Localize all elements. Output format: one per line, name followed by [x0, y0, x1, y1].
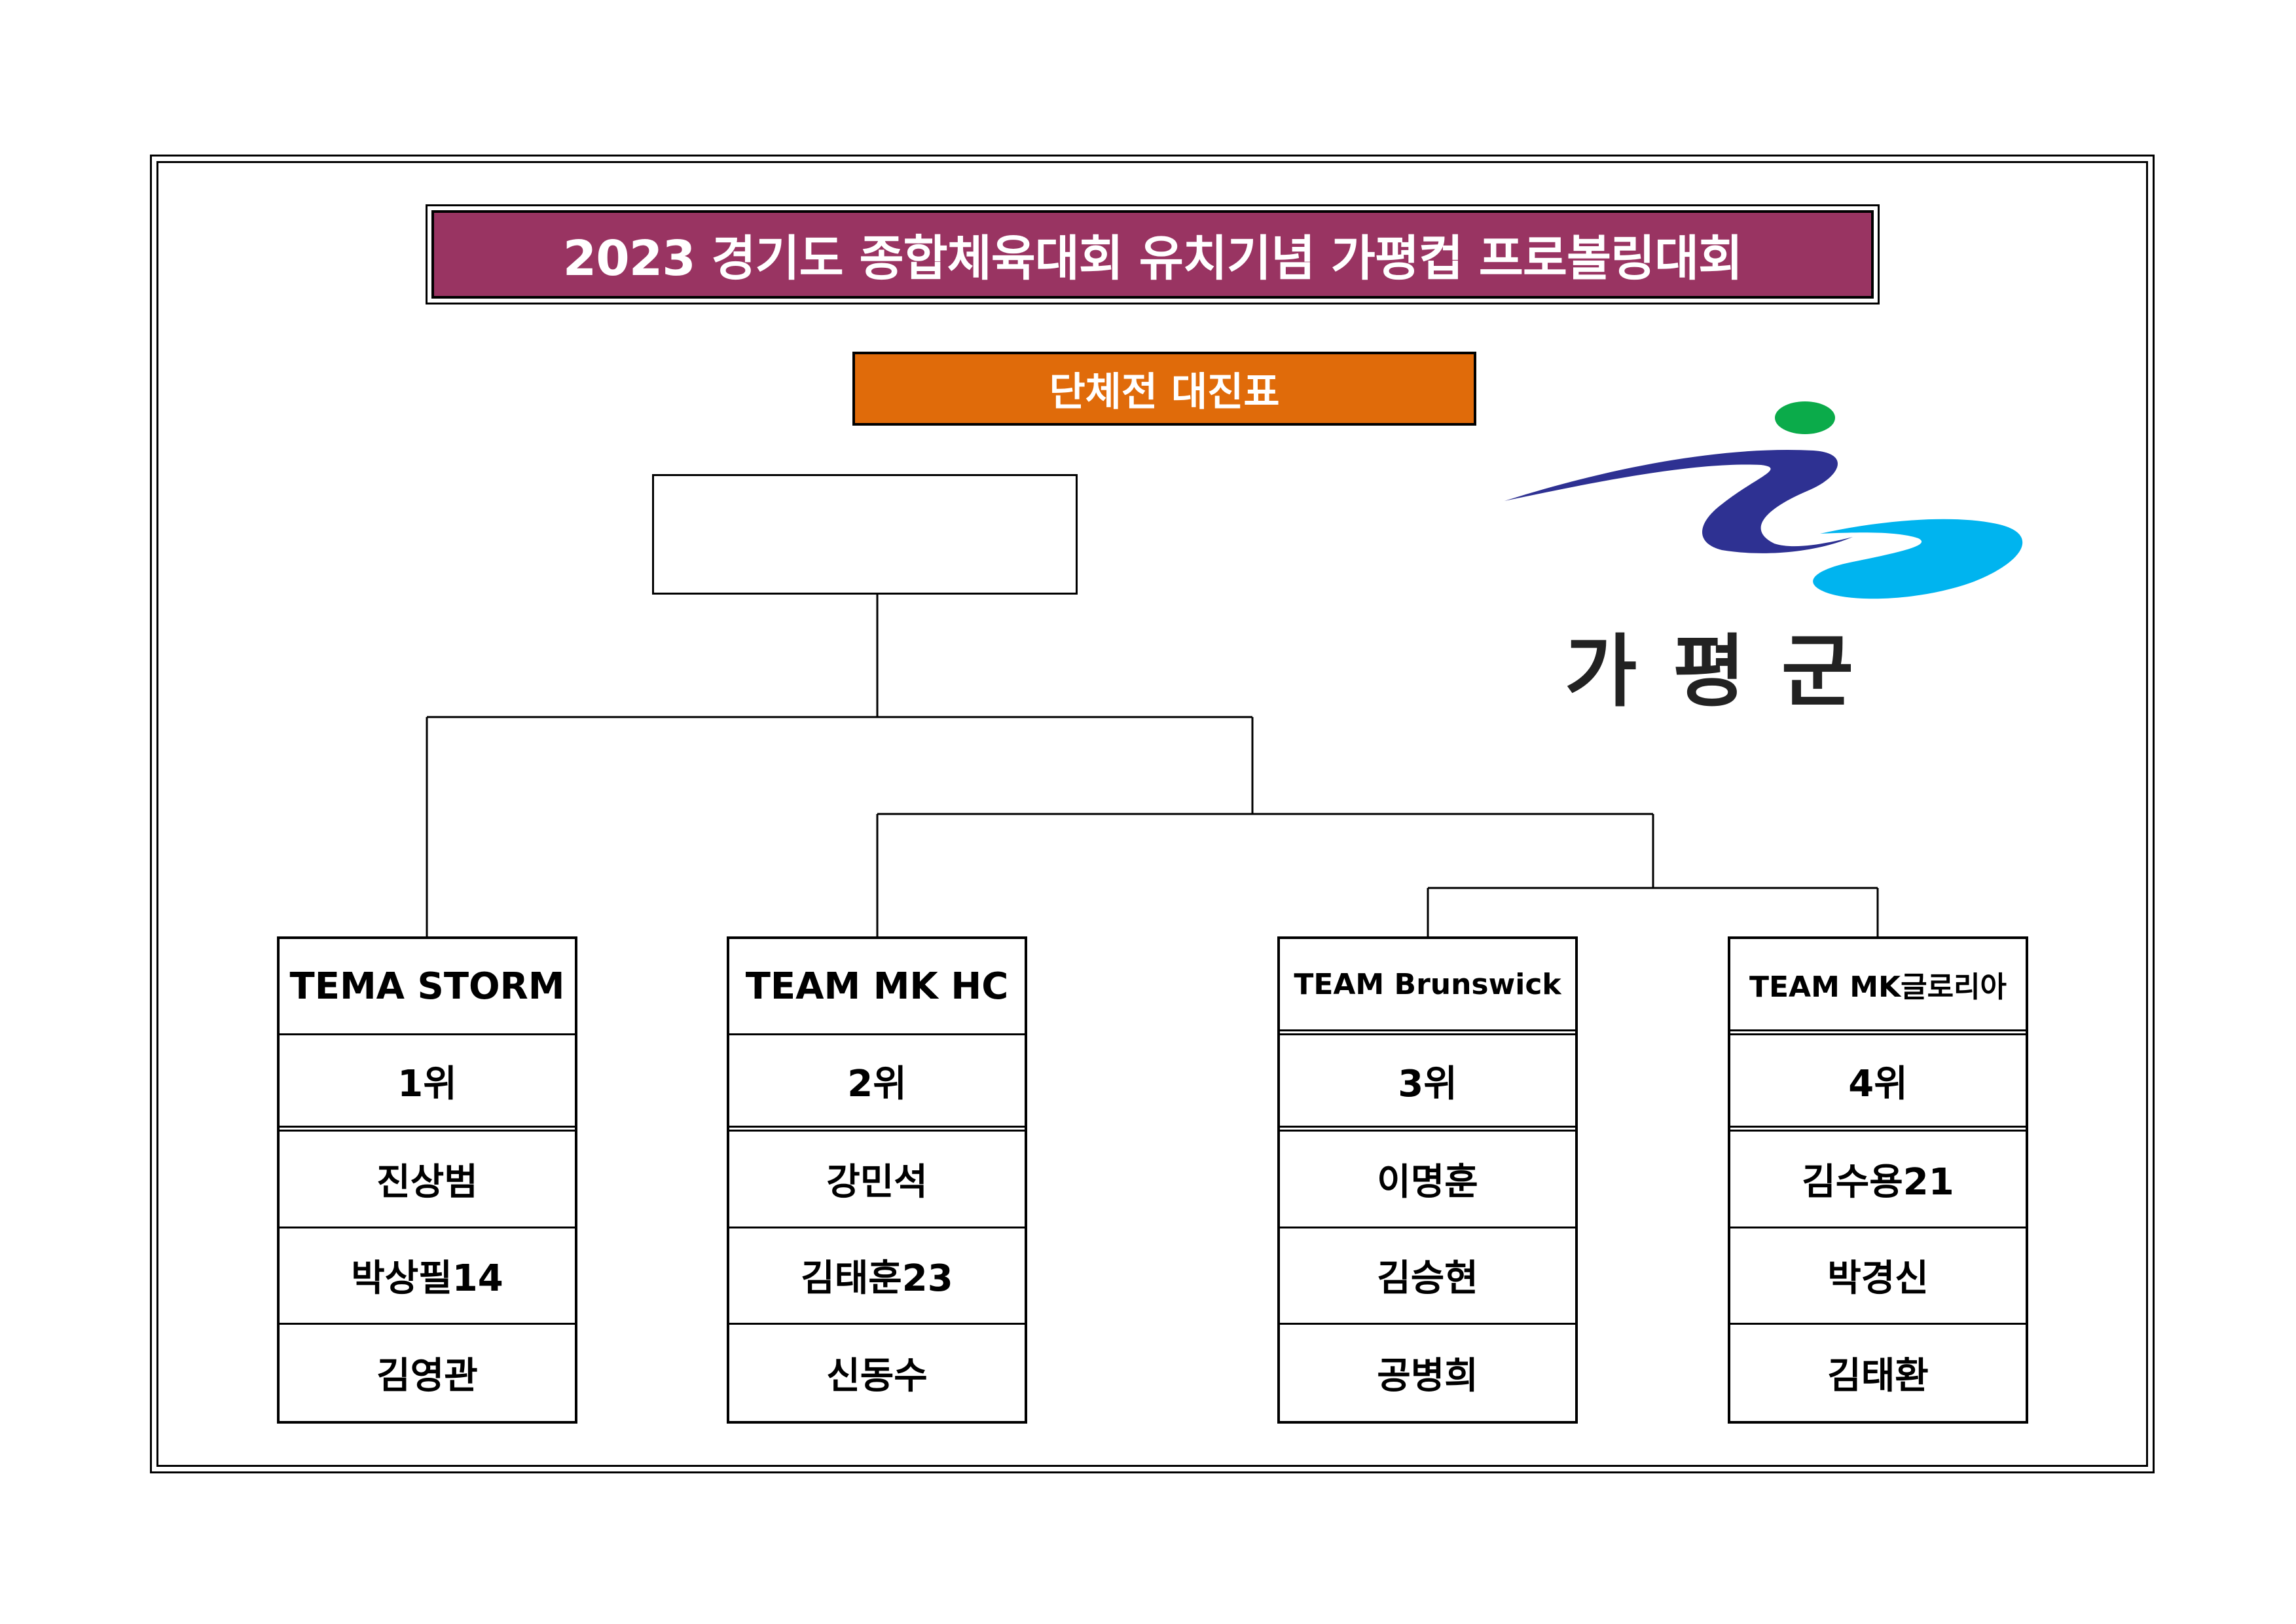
- page-border: [150, 155, 2155, 1473]
- gapyeong-logo: [1504, 401, 2023, 599]
- bracket-line-semi: [876, 813, 1654, 936]
- team-name: TEAM MK글로리아: [1730, 939, 2026, 1036]
- bracket-subtitle: 단체전 대진표: [852, 352, 1476, 426]
- player-name: 김태환: [1827, 1354, 1929, 1397]
- tournament-title-banner: 2023 경기도 종합체육대회 유치기념 가평컵 프로볼링대회: [426, 204, 1880, 304]
- bracket-line-quarter: [1427, 887, 1879, 936]
- team-seed: 1위: [280, 1035, 575, 1132]
- player-name: 박상필14: [280, 1228, 575, 1325]
- player-name: 김영관: [376, 1354, 478, 1397]
- team-name: TEAM MK HC: [729, 939, 1025, 1036]
- logo-navy-swoosh: [1504, 449, 1853, 553]
- team-name: TEMA STORM: [280, 939, 575, 1036]
- team-seed: 2위: [729, 1035, 1025, 1132]
- player-name: 신동수: [826, 1354, 928, 1397]
- team-card: TEAM MK HC 2위 강민석 김태훈23 신동수: [727, 936, 1027, 1424]
- team-card: TEAM Brunswick 3위 이명훈 김승현 공병희: [1277, 936, 1578, 1424]
- logo-text: 가평군: [1565, 627, 1890, 718]
- player-name: 진상범: [280, 1132, 575, 1228]
- team-seed: 3위: [1280, 1035, 1575, 1132]
- tournament-title: 2023 경기도 종합체육대회 유치기념 가평컵 프로볼링대회: [431, 210, 1874, 299]
- player-name: 강민석: [729, 1132, 1025, 1228]
- player-name: 김승현: [1280, 1228, 1575, 1325]
- team-name: TEAM Brunswick: [1280, 939, 1575, 1036]
- team-seed: 4위: [1730, 1035, 2026, 1132]
- team-card: TEAM MK글로리아 4위 김수용21 박경신 김태환: [1728, 936, 2028, 1424]
- player-name: 공병희: [1377, 1354, 1478, 1397]
- player-name: 이명훈: [1280, 1132, 1575, 1228]
- logo-sky-swoosh: [1813, 519, 2023, 599]
- page-border-inner: [156, 161, 2148, 1467]
- player-name: 박경신: [1730, 1228, 2026, 1325]
- player-name: 김수용21: [1730, 1132, 2026, 1228]
- bracket-line-final: [426, 595, 1254, 936]
- logo-green-dot: [1775, 401, 1835, 434]
- team-card: TEMA STORM 1위 진상범 박상필14 김영관: [277, 936, 577, 1424]
- player-name: 김태훈23: [729, 1228, 1025, 1325]
- winner-box: [652, 474, 1078, 595]
